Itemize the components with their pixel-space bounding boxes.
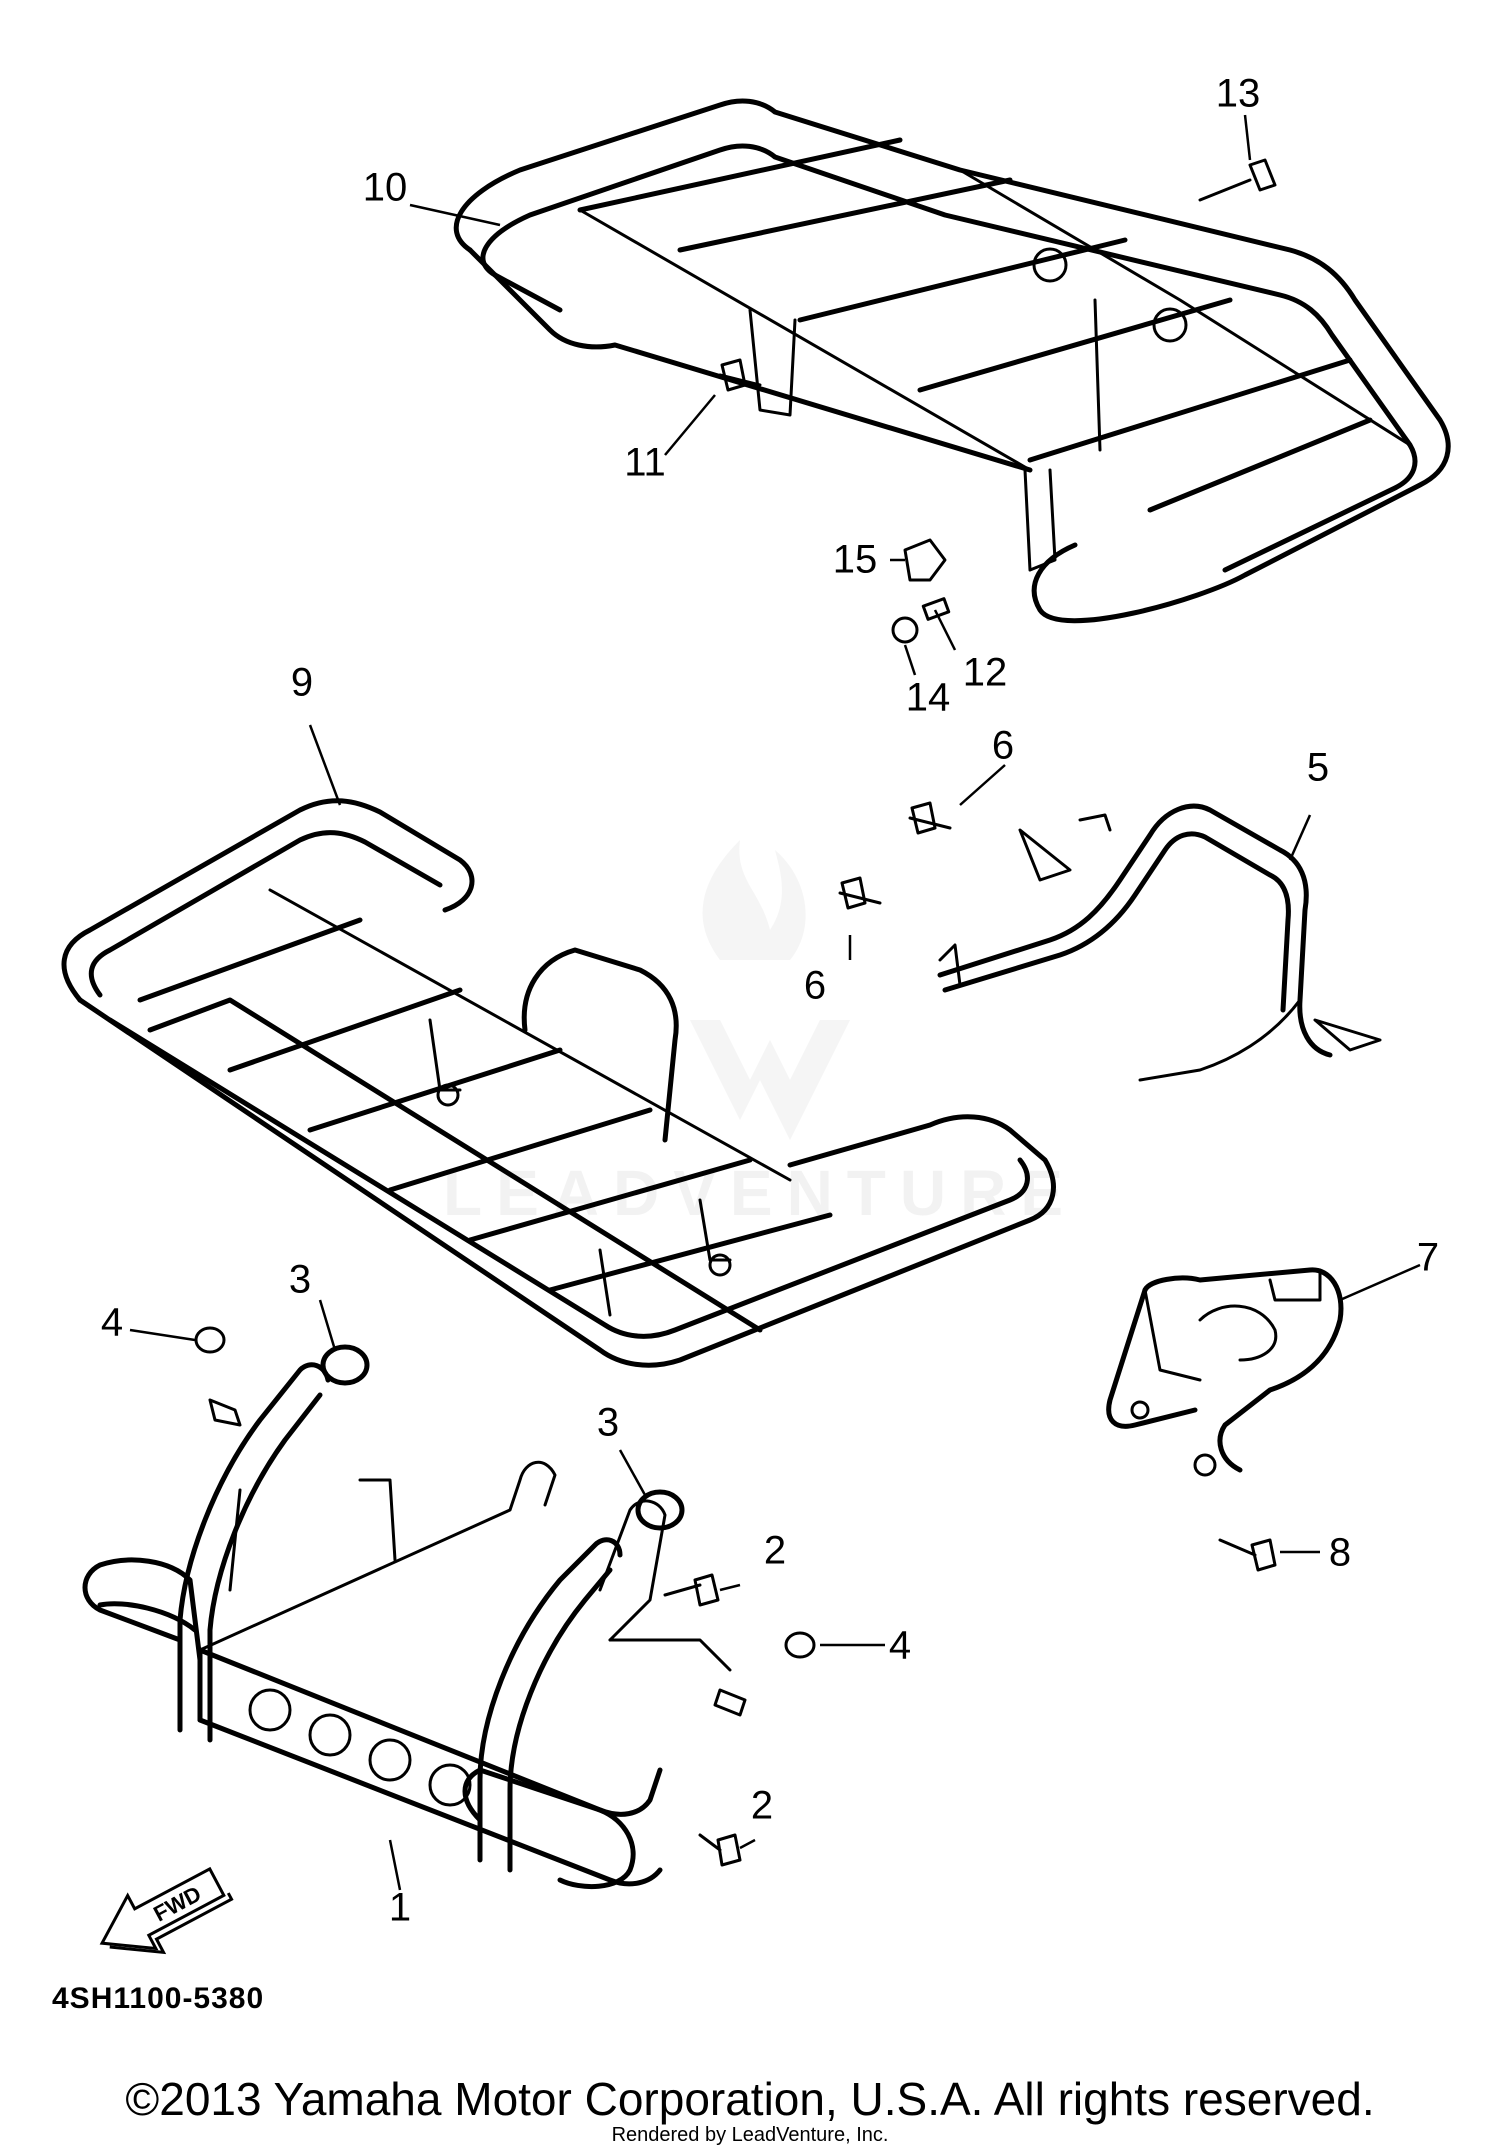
rear-carrier-part-10 bbox=[453, 98, 1451, 624]
callout-4b: 4 bbox=[889, 1624, 911, 1668]
callout-8: 8 bbox=[1329, 1531, 1351, 1575]
callout-2a: 2 bbox=[764, 1529, 786, 1573]
callout-6a: 6 bbox=[992, 724, 1014, 768]
copyright-text: ©2013 Yamaha Motor Corporation, U.S.A. A… bbox=[125, 2073, 1375, 2125]
callout-10: 10 bbox=[363, 166, 408, 210]
callout-14: 14 bbox=[906, 676, 951, 720]
callout-2b: 2 bbox=[751, 1784, 773, 1828]
watermark-logo: LEADVENTURE bbox=[443, 840, 1063, 1229]
callout-7: 7 bbox=[1417, 1236, 1439, 1280]
callout-labels: 10 13 11 15 12 14 9 6 6 5 7 8 3 3 4 4 2 … bbox=[101, 72, 1439, 1930]
fwd-arrow-icon: FWD bbox=[99, 1866, 234, 1955]
rear-guard-part-5 bbox=[937, 803, 1382, 1082]
callout-12: 12 bbox=[963, 651, 1008, 695]
callout-4a: 4 bbox=[101, 1301, 123, 1345]
fasteners bbox=[194, 158, 1277, 1867]
diagram-code: 4SH1100-5380 bbox=[52, 1982, 265, 2015]
rendered-by-text: Rendered by LeadVenture, Inc. bbox=[611, 2124, 889, 2146]
callout-5: 5 bbox=[1307, 746, 1329, 790]
callout-1: 1 bbox=[389, 1886, 411, 1930]
leader-lines bbox=[129, 114, 1421, 1891]
callout-9: 9 bbox=[291, 661, 313, 705]
callout-13: 13 bbox=[1216, 72, 1261, 116]
front-carrier-part-9 bbox=[61, 798, 1056, 1368]
bracket-part-7 bbox=[1106, 1267, 1344, 1477]
front-guard-part-1 bbox=[82, 1362, 747, 1890]
callout-11: 11 bbox=[624, 441, 666, 485]
callout-6b: 6 bbox=[804, 964, 826, 1008]
callout-15: 15 bbox=[833, 538, 878, 582]
callout-3b: 3 bbox=[597, 1401, 619, 1445]
callout-3a: 3 bbox=[289, 1258, 311, 1302]
